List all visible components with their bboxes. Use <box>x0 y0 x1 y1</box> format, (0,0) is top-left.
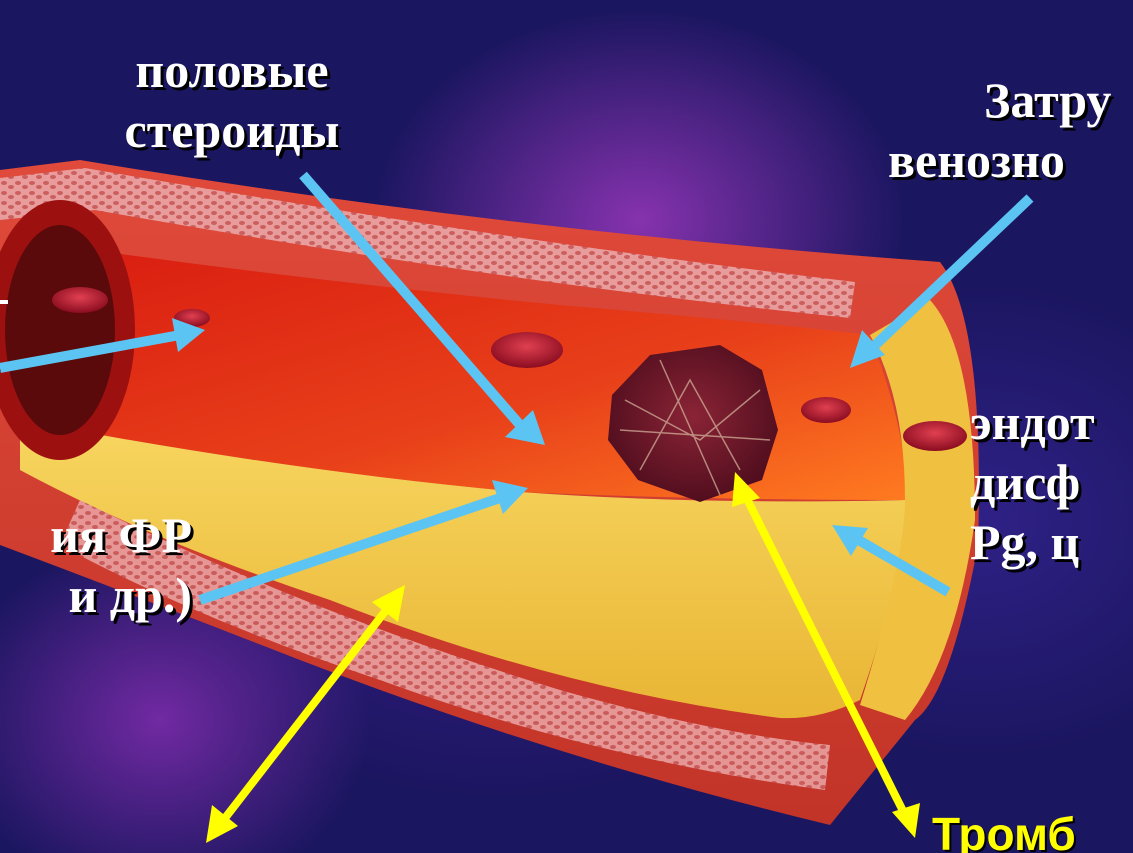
label-thrombus: Тромб <box>932 808 1076 853</box>
label-sex-steroids: половые стероиды <box>82 40 382 160</box>
left-edge-mark <box>0 300 8 304</box>
label-risk-factors: ия ФР и др.) <box>0 505 192 625</box>
label-endothelial-dysfunction: эндот дисф Pg, ц <box>970 392 1095 572</box>
label-venous-stasis: Затру венозно <box>888 70 1111 190</box>
